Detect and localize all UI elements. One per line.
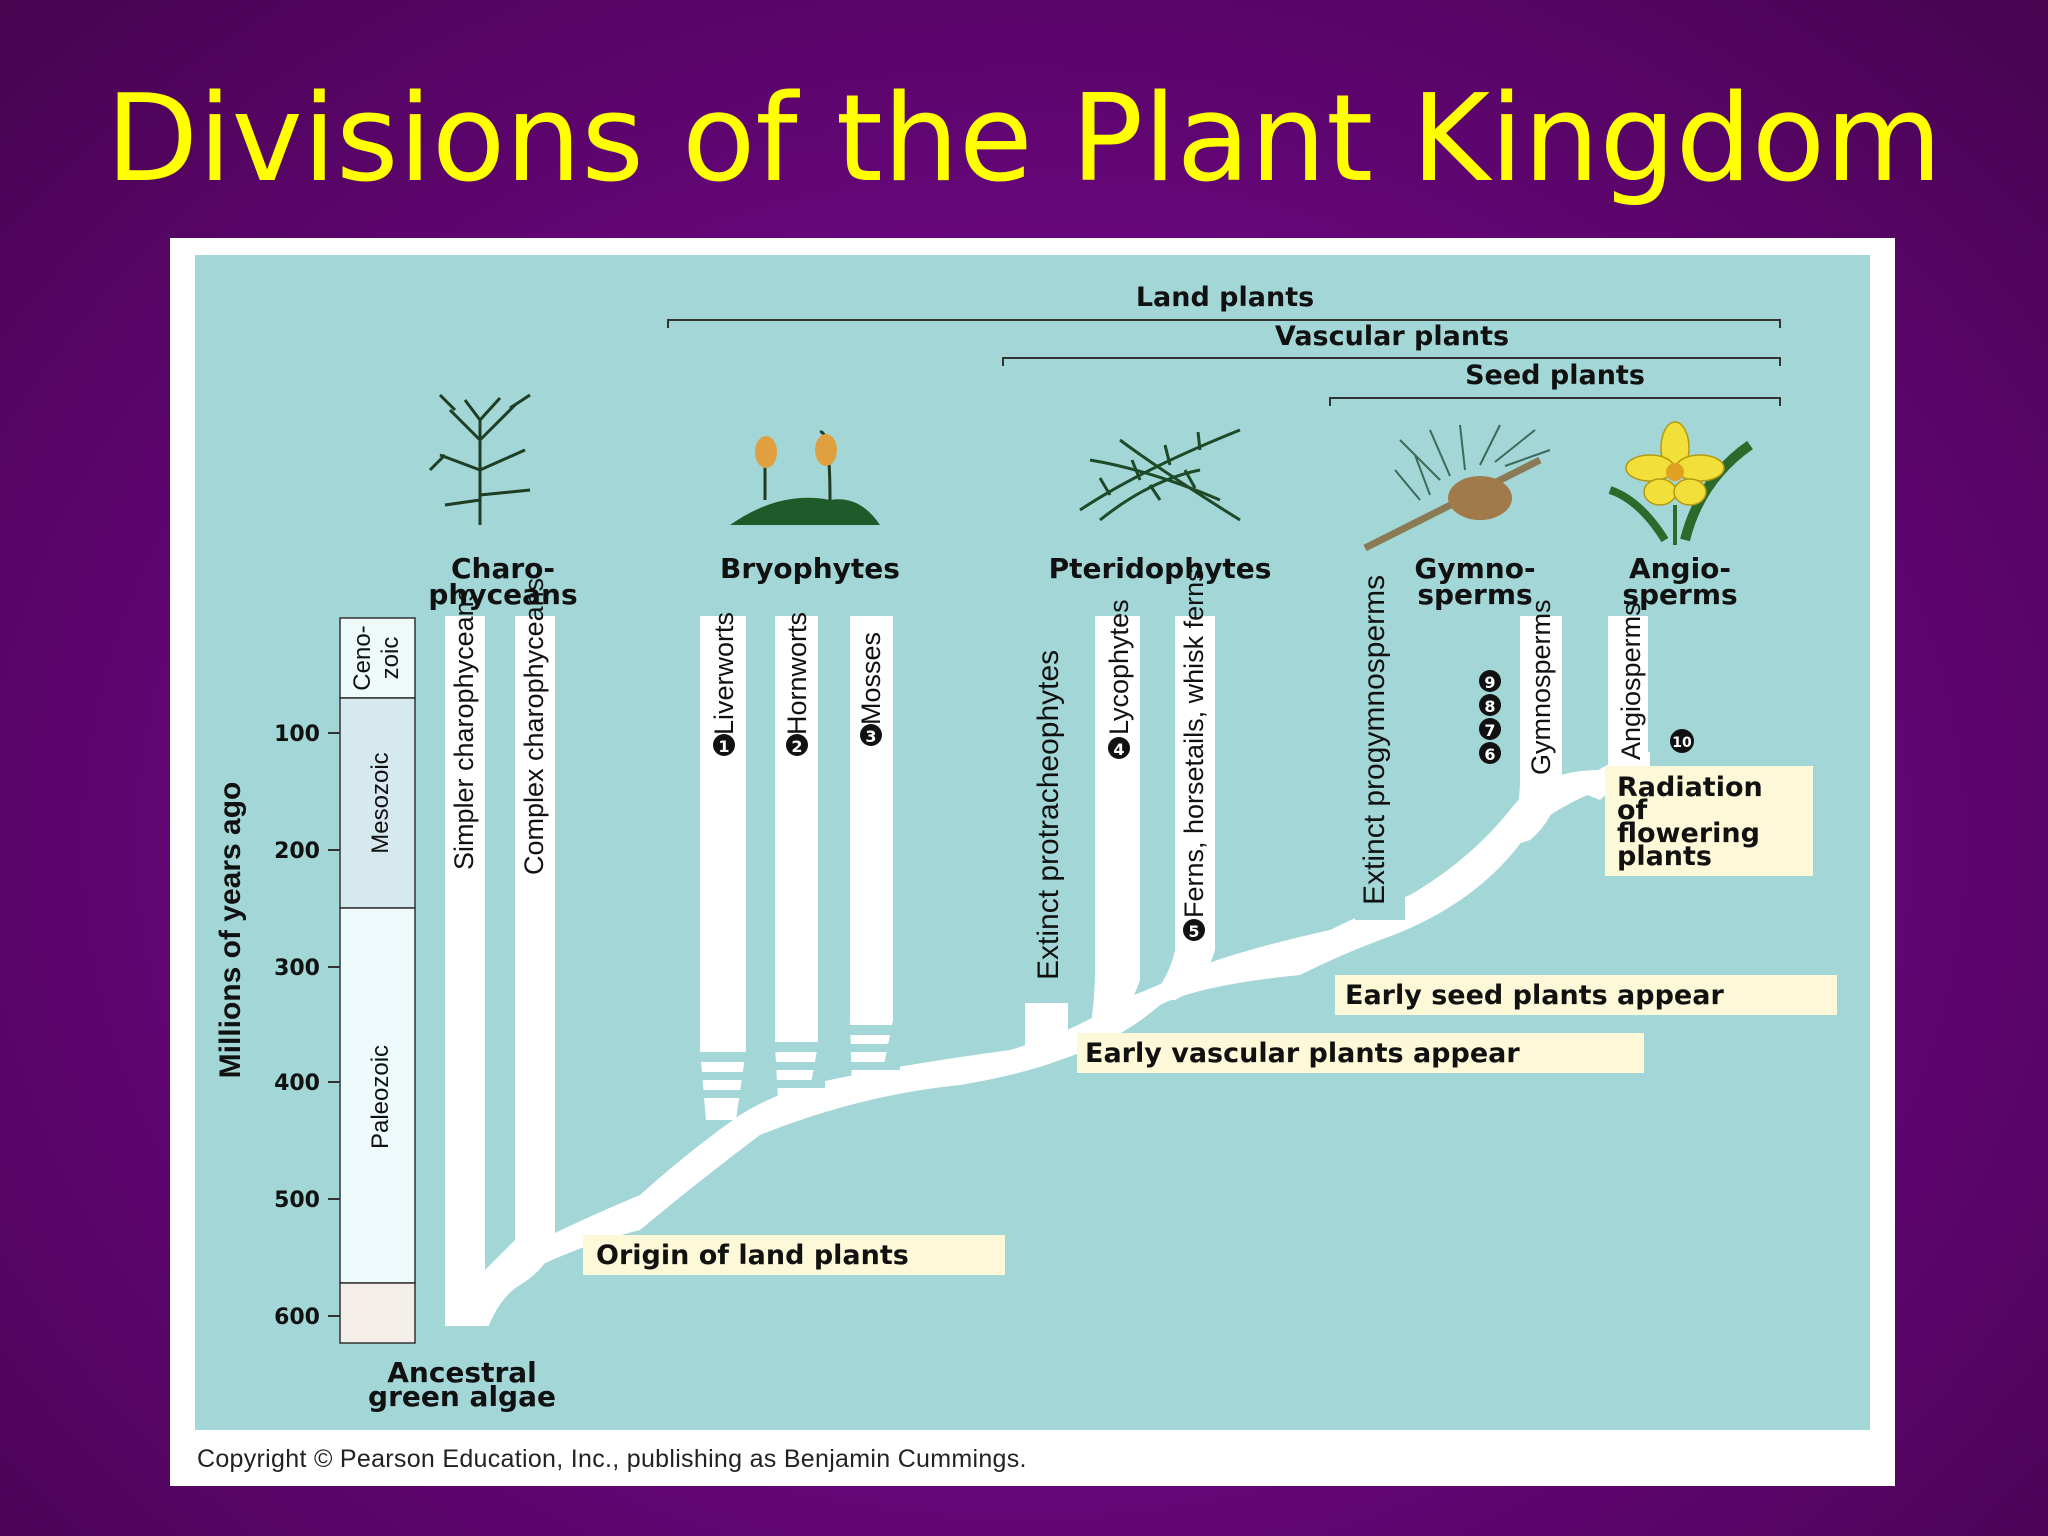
- lineage-lycophytes: Lycophytes: [1104, 599, 1134, 735]
- copyright-notice: Copyright © Pearson Education, Inc., pub…: [197, 1445, 1027, 1473]
- callout-origin-text: Origin of land plants: [596, 1240, 909, 1271]
- era-cenozoic-label-1: Ceno-: [349, 625, 376, 690]
- gymnosperm-illustration: [1363, 424, 1551, 552]
- branch-charophyceans: [445, 616, 555, 1345]
- marker-mosses-label: 3: [865, 727, 876, 746]
- group-bryophytes: Bryophytes: [720, 552, 900, 585]
- seed-plants-label: Seed plants: [1465, 360, 1645, 391]
- charophycean-illustration: [428, 393, 531, 525]
- callout-radiation-box: [1605, 766, 1813, 876]
- marker-gymnosperms-9: [1479, 670, 1501, 692]
- tick-label-300: 300: [274, 956, 320, 981]
- marker-ferns: [1183, 919, 1205, 941]
- svg-text:9: 9: [1484, 673, 1495, 692]
- svg-text:8: 8: [1484, 697, 1495, 716]
- era-paleozoic-label: Paleozoic: [367, 1045, 394, 1149]
- tick-label-500: 500: [274, 1188, 320, 1213]
- lineage-progymnosperms: Extinct progymnosperms: [1358, 575, 1391, 905]
- group-pteridophytes: Pteridophytes: [1049, 552, 1272, 585]
- svg-text:7: 7: [1484, 721, 1495, 740]
- group-gymnosperms-line1: Gymno-: [1414, 552, 1535, 585]
- pteridophyte-illustration: [1079, 428, 1241, 522]
- branch-gymnosperms: [1500, 616, 1562, 850]
- svg-text:6: 6: [1484, 745, 1495, 764]
- tick-label-200: 200: [274, 839, 320, 864]
- lineage-angiosperms: Angiosperms: [1616, 602, 1646, 760]
- lineage-gymnosperms: Gymnosperms: [1526, 599, 1556, 775]
- slide-title: Divisions of the Plant Kingdom: [105, 70, 1943, 209]
- lineage-markers: 1 2 3 4 5 6 7 8 9 10: [713, 670, 1694, 941]
- callout-radiation-line4: plants: [1617, 841, 1712, 872]
- branch-progymnosperms-base: [1365, 900, 1400, 930]
- marker-gymnosperms-8: [1479, 694, 1501, 716]
- era-cenozoic-label-2: zoic: [377, 637, 404, 680]
- marker-hornworts: [786, 734, 808, 756]
- seed-plants-bracket: [1329, 397, 1781, 406]
- geologic-time-column: Ceno- zoic Mesozoic Paleozoic: [339, 617, 416, 1344]
- lineage-complex-charophyceans: Complex charophyceans: [519, 578, 549, 875]
- branch-lycophytes: [1090, 616, 1140, 1030]
- tick-label-600: 600: [274, 1305, 320, 1330]
- branch-hornworts: [775, 616, 818, 1100]
- callout-radiation-line2: of: [1617, 795, 1648, 826]
- era-cenozoic: [339, 617, 416, 699]
- vascular-plants-label: Vascular plants: [1275, 321, 1509, 352]
- marker-ferns-label: 5: [1188, 922, 1199, 941]
- lineage-ferns: Ferns, horsetails, whisk ferns: [1179, 568, 1209, 918]
- land-plants-label: Land plants: [1136, 282, 1314, 313]
- bryophyte-illustration: [730, 430, 880, 525]
- era-mesozoic-label: Mesozoic: [367, 752, 394, 853]
- marker-liverworts: [713, 734, 735, 756]
- group-gymnosperms-line2: sperms: [1417, 578, 1532, 611]
- lineage-protracheophytes: Extinct protracheophytes: [1032, 650, 1065, 980]
- marker-lycophytes: [1108, 737, 1130, 759]
- ancestral-label-line1: Ancestral: [387, 1356, 537, 1389]
- group-charophyceans-line1: Charo-: [451, 552, 555, 585]
- callout-radiation-line1: Radiation: [1617, 772, 1763, 803]
- lineage-simpler-charophyceans: Simpler charophyceans: [449, 588, 479, 870]
- marker-angiosperms-label: 10: [1672, 735, 1692, 751]
- time-axis-label: Millions of years ago: [214, 782, 247, 1079]
- marker-hornworts-label: 2: [791, 737, 802, 756]
- fossil-gap-stripes: [440, 890, 1405, 1348]
- land-plants-bracket: [667, 319, 1781, 328]
- clade-brackets: [667, 319, 1781, 406]
- marker-angiosperms: [1670, 729, 1694, 753]
- branch-angiosperms: [1608, 616, 1648, 780]
- branch-protracheophytes: [1025, 1000, 1068, 1060]
- callout-early-seed-box: [1335, 975, 1837, 1015]
- group-angiosperms-line1: Angio-: [1629, 552, 1731, 585]
- callout-early-seed-text: Early seed plants appear: [1345, 980, 1724, 1011]
- era-precambrian: [339, 1282, 416, 1344]
- angiosperm-illustration: [1608, 421, 1753, 545]
- lineage-mosses: Mosses: [856, 632, 886, 725]
- ancestral-label-line2: green algae: [368, 1380, 556, 1413]
- marker-liverworts-label: 1: [718, 737, 729, 756]
- tick-label-400: 400: [274, 1071, 320, 1096]
- time-axis: 100 200 300 400 500 600 Millions of year…: [214, 722, 340, 1330]
- callout-radiation-line3: flowering: [1617, 818, 1760, 849]
- marker-lycophytes-label: 4: [1113, 740, 1124, 759]
- marker-mosses: [860, 724, 882, 746]
- marker-gymnosperms-7: [1479, 718, 1501, 740]
- lineage-hornworts: Hornworts: [782, 612, 812, 735]
- branch-ferns: [1150, 616, 1215, 1000]
- event-callouts: Origin of land plants Early vascular pla…: [583, 766, 1837, 1275]
- callout-origin-box: [583, 1235, 1005, 1275]
- group-angiosperms-line2: sperms: [1622, 578, 1737, 611]
- callout-early-vascular-box: [1077, 1033, 1644, 1073]
- lineage-liverworts: Liverworts: [709, 612, 739, 735]
- vascular-plants-bracket: [1002, 357, 1781, 366]
- callout-early-vascular-text: Early vascular plants appear: [1085, 1038, 1520, 1069]
- tick-label-100: 100: [274, 722, 320, 747]
- marker-gymnosperms-6: [1479, 742, 1501, 764]
- group-charophyceans-line2: phyceans: [428, 578, 577, 611]
